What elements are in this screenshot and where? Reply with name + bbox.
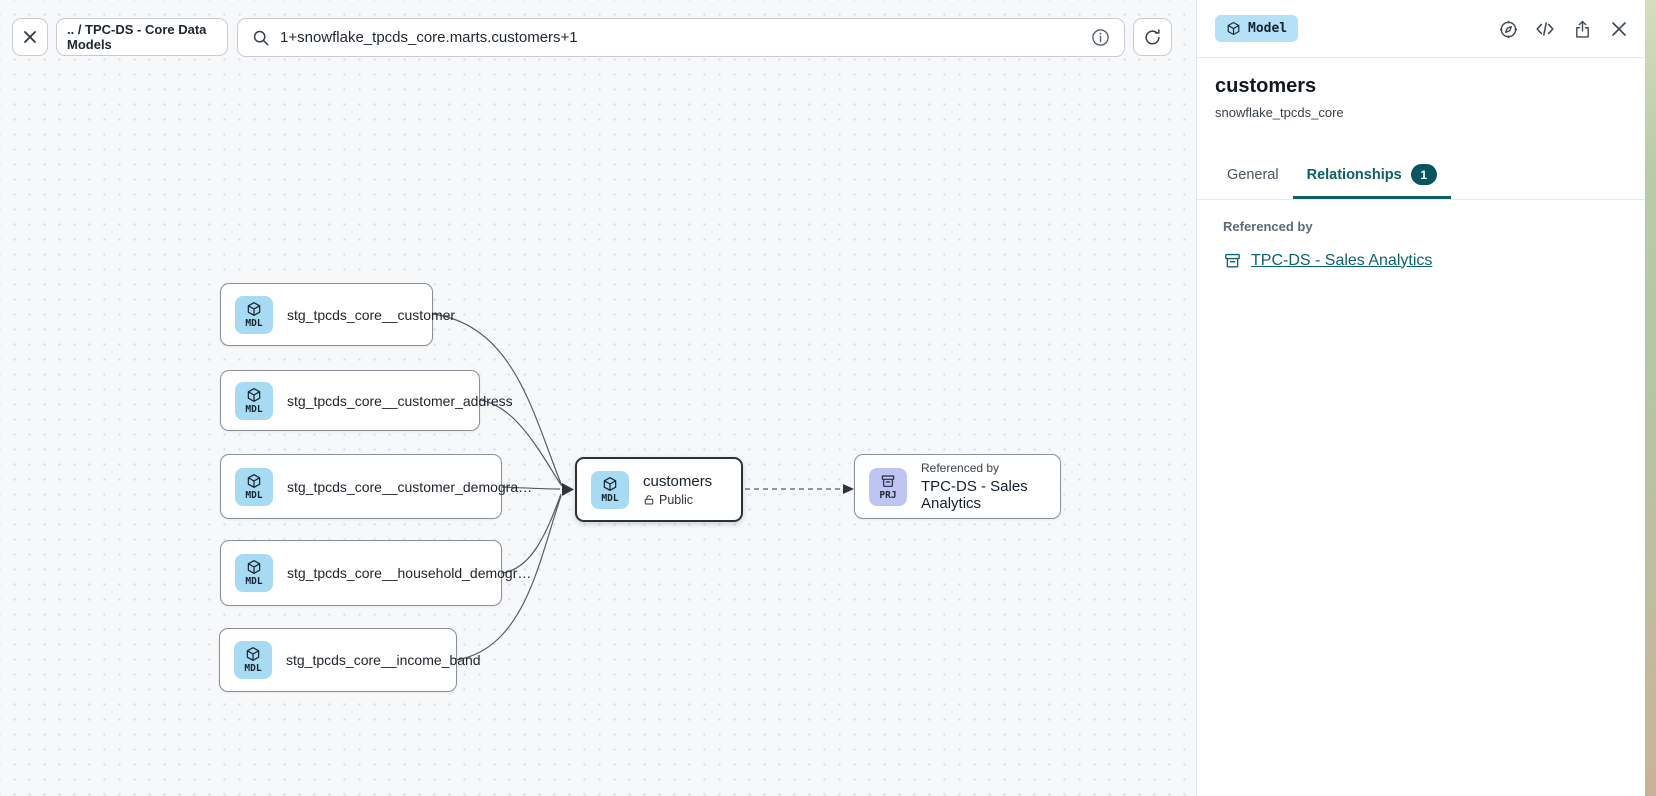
close-panel-icon[interactable] (1607, 17, 1631, 41)
info-icon[interactable] (1091, 28, 1110, 47)
node-label: stg_tpcds_core__customer_address (287, 392, 513, 409)
tab-relationships-label: Relationships (1306, 166, 1402, 183)
node-text: Referenced by TPC-DS - Sales Analytics (921, 461, 1046, 512)
model-chip-icon: MDL (591, 470, 629, 509)
search-icon (252, 29, 270, 47)
project-chip-icon: PRJ (869, 467, 907, 506)
referenced-by-project-link[interactable]: TPC-DS - Sales Analytics (1223, 251, 1619, 270)
node-text: stg_tpcds_core__customer_demogra… (287, 479, 532, 495)
node-label: customers (643, 472, 713, 490)
breadcrumb-label: .. / TPC-DS - Core Data Models (67, 22, 207, 52)
model-chip-icon: MDL (234, 641, 272, 679)
lineage-selector-input[interactable] (280, 29, 1081, 46)
close-lineage-button[interactable] (12, 18, 48, 56)
model-chip-icon: MDL (235, 467, 273, 506)
node-text: stg_tpcds_core__income_band (286, 652, 481, 668)
node-pretitle: Referenced by (921, 461, 1000, 475)
share-icon[interactable] (1570, 17, 1594, 41)
lineage-edges (432, 313, 854, 661)
detail-tabs: General Relationships 1 (1197, 150, 1645, 200)
breadcrumb[interactable]: .. / TPC-DS - Core Data Models (56, 18, 228, 56)
node-access-row: Public (643, 493, 712, 507)
tab-general[interactable]: General (1213, 150, 1293, 199)
resource-type-badge: Model (1215, 15, 1299, 42)
node-label: stg_tpcds_core__income_band (286, 652, 481, 668)
lineage-node-stg_income_band[interactable]: MDL stg_tpcds_core__income_band (219, 628, 481, 692)
lineage-node-stg_customer[interactable]: MDL stg_tpcds_core__customer (220, 283, 455, 346)
node-label: stg_tpcds_core__customer (287, 306, 456, 323)
tab-general-label: General (1227, 166, 1279, 183)
explore-compass-icon[interactable] (1496, 17, 1520, 41)
referenced-by-heading: Referenced by (1223, 219, 1313, 234)
details-panel: Model customers snowflake_tpcds_core Gen… (1196, 0, 1645, 796)
lineage-node-stg_household_demogr[interactable]: MDL stg_tpcds_core__household_demogr… (220, 540, 531, 606)
project-name: snowflake_tpcds_core (1215, 105, 1344, 120)
node-text: stg_tpcds_core__customer (287, 307, 455, 323)
edge-arrowhead (562, 483, 574, 496)
access-label: Public (659, 492, 694, 507)
edge-stg-income-band (455, 495, 562, 661)
relationships-count-badge: 1 (1410, 164, 1437, 185)
edge-stg-customer (432, 313, 563, 487)
edge-arrowhead (843, 484, 854, 494)
referenced-by-project-label[interactable]: TPC-DS - Sales Analytics (1251, 251, 1433, 269)
details-panel-header: Model (1197, 0, 1645, 58)
desktop-wallpaper-sliver (1645, 0, 1656, 796)
node-text: stg_tpcds_core__customer_address (287, 393, 513, 409)
model-chip-icon: MDL (235, 381, 273, 420)
page-title: customers (1215, 75, 1317, 97)
model-chip-icon: MDL (235, 295, 273, 334)
lineage-node-tpcds_sales_analytics[interactable]: PRJ Referenced by TPC-DS - Sales Analytics (854, 454, 1061, 519)
model-chip-icon: MDL (235, 554, 273, 592)
lineage-search-bar[interactable] (237, 18, 1125, 57)
edge-stg-customer-address (479, 399, 562, 486)
close-icon (22, 29, 38, 45)
model-cube-icon (1226, 21, 1241, 36)
canvas-toolbar: .. / TPC-DS - Core Data Models (0, 0, 1196, 76)
node-label: stg_tpcds_core__customer_demogra… (287, 478, 533, 495)
edge-stg-customer-demogra (501, 486, 561, 490)
lineage-node-stg_customer_demogra[interactable]: MDL stg_tpcds_core__customer_demogra… (220, 454, 532, 519)
public-lock-icon (643, 494, 655, 506)
project-archive-icon (1223, 251, 1242, 270)
refresh-lineage-button[interactable] (1133, 18, 1172, 56)
node-label: TPC-DS - Sales Analytics (921, 478, 1028, 512)
code-icon[interactable] (1533, 17, 1557, 41)
node-label: stg_tpcds_core__household_demogr… (287, 565, 532, 581)
edge-stg-household-demogr (501, 493, 562, 574)
node-text: stg_tpcds_core__household_demogr… (287, 565, 531, 581)
tab-relationships[interactable]: Relationships 1 (1293, 150, 1451, 199)
resource-type-label: Model (1248, 21, 1288, 36)
refresh-icon (1143, 28, 1162, 47)
lineage-node-stg_customer_address[interactable]: MDL stg_tpcds_core__customer_address (220, 370, 513, 431)
